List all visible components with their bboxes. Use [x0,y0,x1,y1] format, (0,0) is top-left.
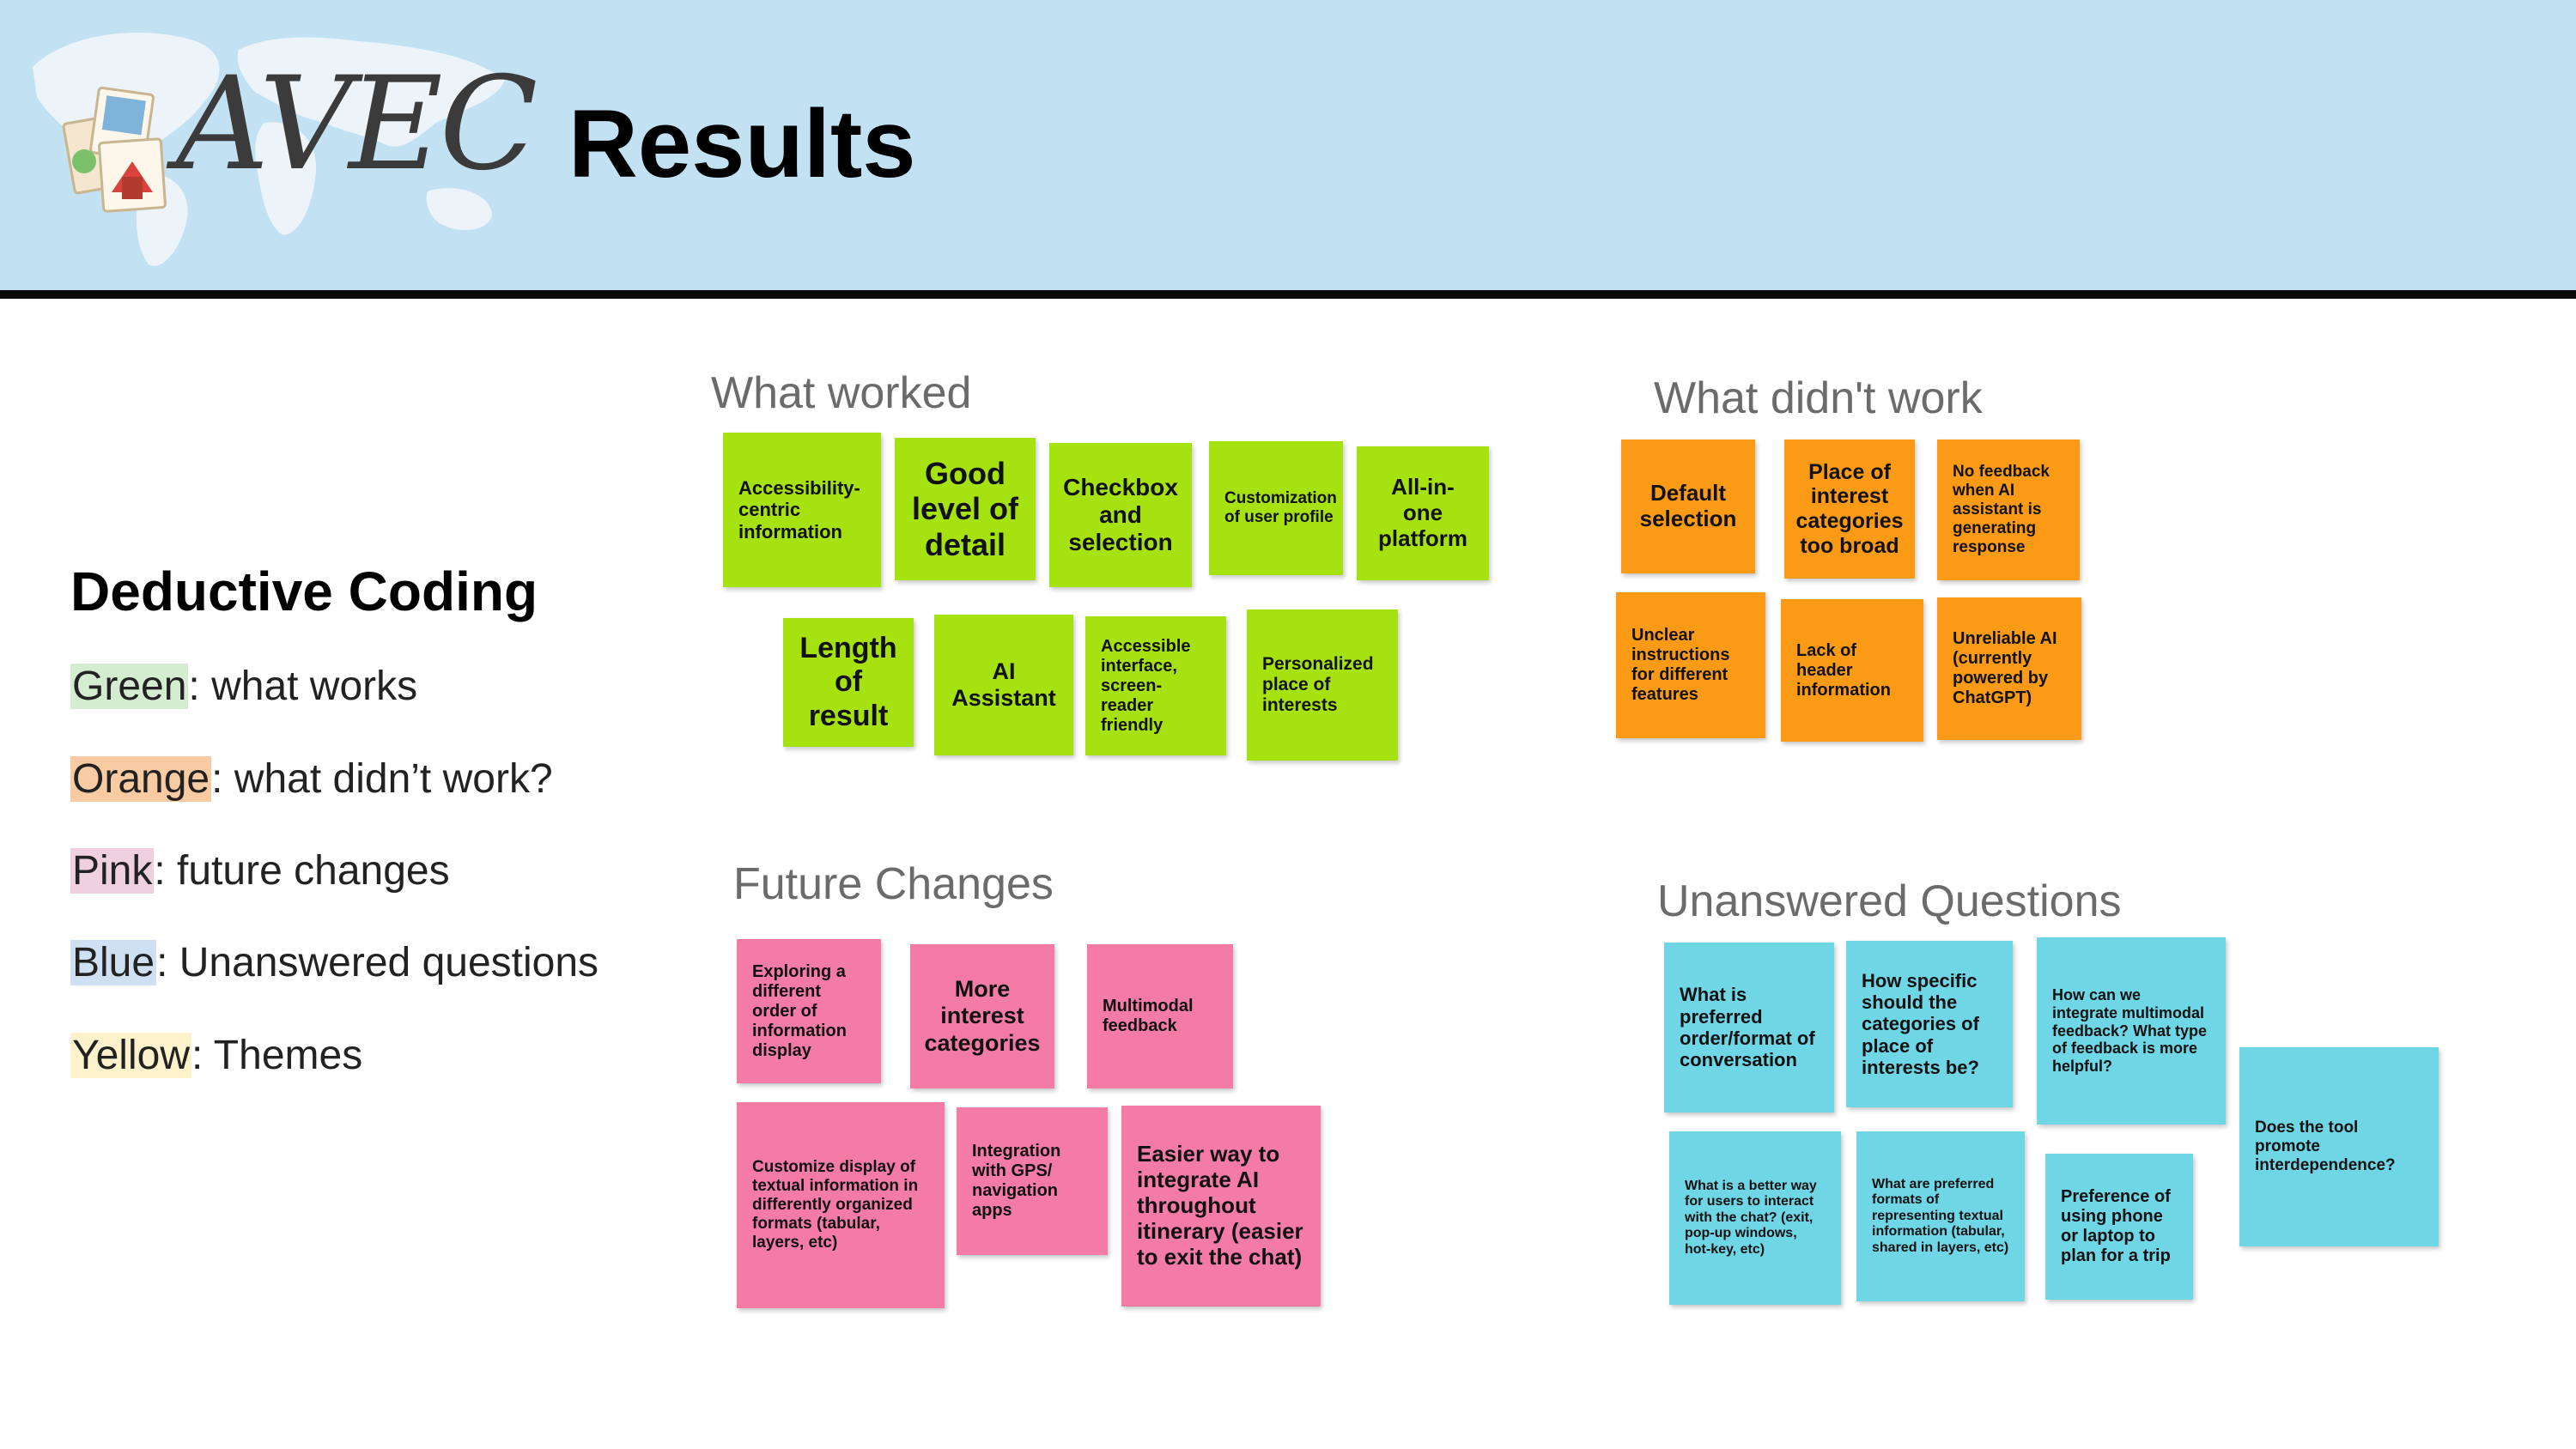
sticky-note: Unreliable AI (currently powered by Chat… [1937,597,2081,740]
header-divider [0,290,2576,299]
sticky-note: How can we integrate multimodal feedback… [2037,937,2226,1125]
sticky-note: Easier way to integrate AI throughout it… [1121,1106,1321,1307]
legend-swatch: Pink [70,848,155,894]
legend-text: : what didn’t work? [211,756,553,802]
sticky-note: Place of interest categories too broad [1784,440,1915,579]
sticky-note: Exploring a different order of informati… [737,939,881,1083]
sticky-note: Customization of user profile [1209,441,1343,575]
header-banner: AVEC Results [0,0,2576,290]
sticky-note: What are preferred formats of representi… [1856,1131,2025,1301]
legend-item-yellow: Yellow: Themes [70,1032,362,1079]
sticky-note: More interest categories [910,944,1054,1088]
legend-text: : Unanswered questions [156,940,599,985]
legend-swatch: Green [70,664,189,709]
sticky-note: How specific should the categories of pl… [1846,941,2013,1107]
legend-swatch: Blue [70,940,157,985]
legend-swatch: Yellow [70,1033,191,1078]
section-title-what-didnt-work: What didn't work [1654,373,1983,423]
sticky-note: Customize display of textual information… [737,1102,945,1308]
page-title: Results [568,90,916,197]
sticky-note: AI Assistant [934,615,1073,755]
legend-text: : future changes [154,848,450,894]
photo-stack-icon [62,86,167,213]
sticky-note: Accessible interface, screen-reader frie… [1085,616,1226,755]
legend-item-pink: Pink: future changes [70,847,450,894]
sticky-note: Multimodal feedback [1087,944,1233,1088]
sticky-note: Lack of header information [1781,599,1923,742]
section-title-future-changes: Future Changes [733,859,1054,909]
sticky-note: No feedback when AI assistant is generat… [1937,440,2080,580]
sticky-note: Checkbox and selection [1049,443,1192,587]
legend-item-blue: Blue: Unanswered questions [70,939,598,986]
legend-text: : Themes [191,1033,363,1078]
legend-item-green: Green: what works [70,663,417,710]
legend-text: : what works [188,664,418,709]
sticky-note: Unclear instructions for different featu… [1616,592,1765,738]
legend-item-orange: Orange: what didn’t work? [70,755,553,803]
sticky-note: Preference of using phone or laptop to p… [2045,1154,2193,1300]
sticky-note: Default selection [1621,440,1755,573]
world-map-icon [33,33,505,266]
sticky-note: Accessibility-centric information [723,433,881,587]
sticky-note: Personalized place of interests [1247,609,1398,761]
legend-swatch: Orange [70,756,212,802]
sticky-note: Integration with GPS/ navigation apps [957,1107,1108,1255]
sticky-note: Does the tool promote interdependence? [2239,1047,2439,1246]
logo: AVEC [176,50,538,199]
section-title-what-worked: What worked [711,368,972,418]
sticky-note: Length of result [783,618,914,747]
sticky-note: Good level of detail [895,438,1036,580]
legend-title: Deductive Coding [70,561,538,622]
sticky-note: What is preferred order/format of conver… [1664,943,1834,1113]
sticky-note: All-in-one platform [1357,446,1489,580]
section-title-unanswered-questions: Unanswered Questions [1657,876,2122,926]
sticky-note: What is a better way for users to intera… [1669,1131,1841,1305]
